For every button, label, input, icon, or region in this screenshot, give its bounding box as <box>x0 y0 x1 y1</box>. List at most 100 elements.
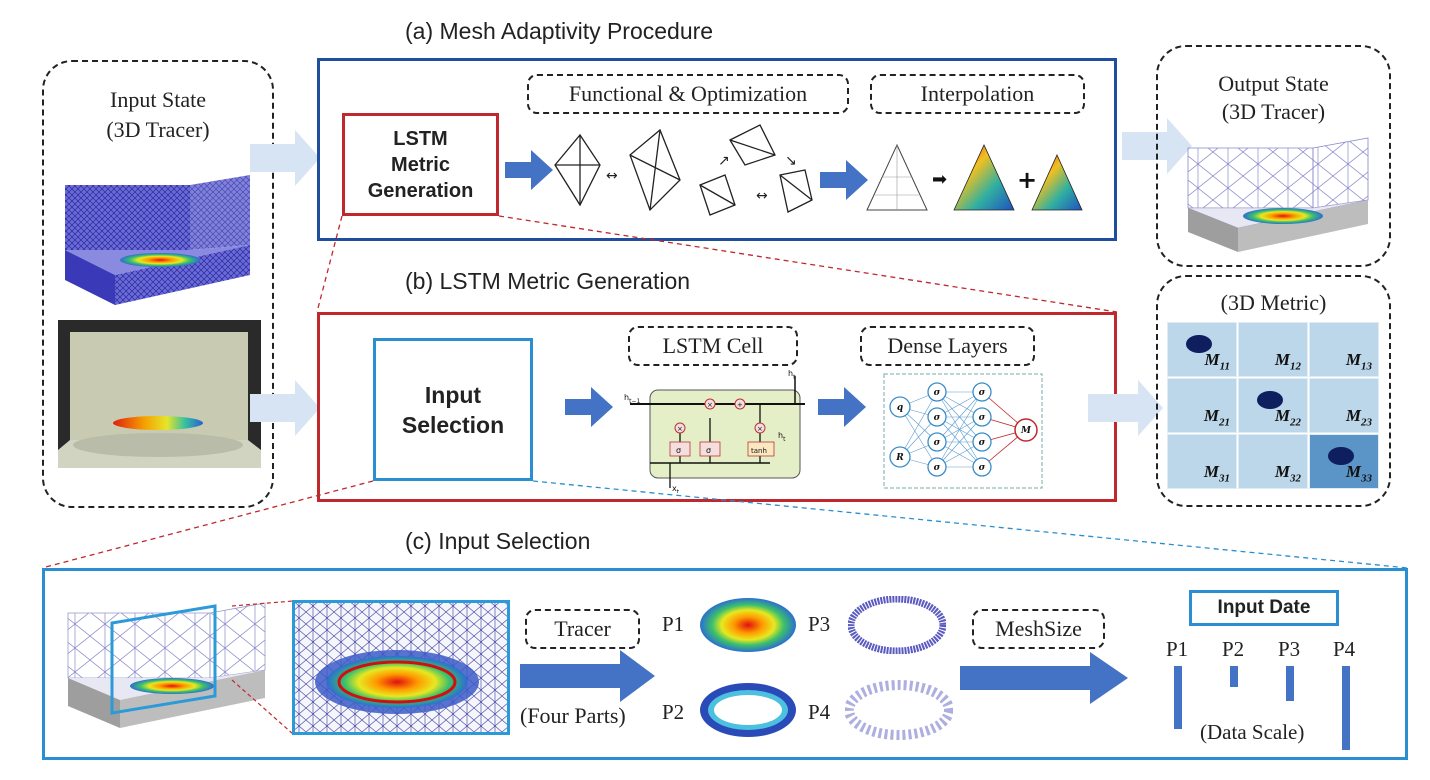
input-state-label: Input State (3D Tracer) <box>42 85 274 145</box>
svg-text:↔: ↔ <box>606 168 618 184</box>
metric-title: (3D Metric) <box>1220 290 1327 315</box>
dense-node: σ <box>979 413 986 423</box>
metric-cell-label: M31 <box>1203 461 1230 484</box>
metric-cell-32: M32 <box>1238 434 1308 489</box>
svg-text:↗: ↗ <box>718 153 730 169</box>
input-selection-box: Input Selection <box>373 338 533 481</box>
data-scale-bar-p2 <box>1230 666 1238 687</box>
tracer-arrow <box>520 650 655 702</box>
lstm-gate-input: σ <box>706 446 711 455</box>
data-scale-bar-p4 <box>1342 666 1350 750</box>
metric-cell-label: M12 <box>1274 349 1301 372</box>
tag-meshsize: MeshSize <box>972 609 1105 649</box>
tag-tracer: Tracer <box>525 609 640 649</box>
input-date-label: Input Date <box>1217 597 1311 618</box>
input-tracer-render-image <box>58 320 261 468</box>
metric-blob <box>1186 335 1212 353</box>
output-tracer-image <box>1187 137 1369 252</box>
lstm-metric-generation-label: LSTM Metric Generation <box>367 127 474 202</box>
metric-blob <box>1328 447 1354 465</box>
a-arrow-2 <box>820 160 868 200</box>
optimization-tetrahedra-image: ↔↔↗↘ <box>554 124 813 216</box>
lstm-mul-1: × <box>707 401 713 409</box>
p3-image <box>848 596 946 654</box>
p4-image <box>845 680 953 740</box>
dense-node: σ <box>979 388 986 398</box>
selection-mesh-overview-image <box>67 602 266 728</box>
b-arrow-1 <box>565 387 613 427</box>
p1-label: P1 <box>662 612 685 636</box>
bar-label-p2: P2 <box>1222 637 1245 661</box>
tag-interpolation: Interpolation <box>870 74 1085 114</box>
input-state-line2: (3D Tracer) <box>106 117 210 142</box>
metric-cell-13: M13 <box>1309 322 1379 377</box>
bar-label-p1: P1 <box>1166 637 1189 661</box>
dense-layers-diagram: q R σ σ σ σ σ σ σ σ M <box>883 373 1043 489</box>
input-selection-label: Input Selection <box>401 381 505 438</box>
section-c-title: (c) Input Selection <box>405 528 591 554</box>
a-arrow-1 <box>505 150 553 190</box>
metric-cell-11: M11 <box>1167 322 1237 377</box>
data-scale-label: (Data Scale) <box>1200 720 1305 745</box>
dense-node: σ <box>934 438 941 448</box>
mesh-adaptivity-box <box>317 58 1117 241</box>
dense-node: σ <box>934 388 941 398</box>
metric-cell-21: M21 <box>1167 378 1237 433</box>
metric-cell-label: M22 <box>1274 405 1301 428</box>
dense-output-m: M <box>1020 426 1032 436</box>
data-scale-bars <box>1160 666 1380 750</box>
p2-label: P2 <box>662 700 685 724</box>
dense-input-q: q <box>897 403 903 413</box>
metric-cell-label: M11 <box>1204 349 1230 372</box>
metric-blob <box>1257 391 1283 409</box>
metric-cell-33: M33 <box>1309 434 1379 489</box>
dense-node: σ <box>979 438 986 448</box>
meshsize-arrow <box>960 652 1128 704</box>
bar-label-p4: P4 <box>1333 637 1356 661</box>
metric-cell-12: M12 <box>1238 322 1308 377</box>
p2-image <box>700 683 796 737</box>
svg-text:➡: ➡ <box>932 169 947 190</box>
p3-label: P3 <box>808 612 831 636</box>
lstm-metric-generation-box: LSTM Metric Generation <box>342 113 499 216</box>
p1-image <box>700 598 796 652</box>
input-tracer-mesh-image <box>65 175 250 305</box>
selection-mesh-zoom-image <box>292 600 510 735</box>
section-b-title: (b) LSTM Metric Generation <box>405 268 691 294</box>
dense-input-r: R <box>895 453 904 463</box>
b-to-metric-arrow <box>1088 380 1163 436</box>
lstm-tanh: tanh <box>751 447 767 455</box>
lstm-h-prev: ht−1 <box>624 393 640 405</box>
lstm-x-input: xt <box>672 484 680 493</box>
input-to-b-arrow <box>250 380 320 436</box>
data-scale-bar-p1 <box>1174 666 1182 729</box>
output-state-line1: Output State <box>1218 71 1329 96</box>
metric-cell-label: M23 <box>1345 405 1372 428</box>
lstm-out: ht <box>778 431 786 443</box>
lstm-add: + <box>737 401 743 409</box>
input-date-box: Input Date <box>1189 590 1339 626</box>
metric-cell-label: M21 <box>1203 405 1230 428</box>
lstm-gate-forget: σ <box>676 446 681 455</box>
tag-lstm-cell: LSTM Cell <box>628 326 798 366</box>
input-state-panel <box>42 60 274 508</box>
output-state-line2: (3D Tracer) <box>1221 99 1326 124</box>
svg-text:↔: ↔ <box>756 188 768 204</box>
metric-cell-label: M32 <box>1274 461 1301 484</box>
output-state-label: Output State (3D Tracer) <box>1156 70 1391 126</box>
metric-cell-label: M13 <box>1345 349 1372 372</box>
metric-cell-22: M22 <box>1238 378 1308 433</box>
metric-cell-31: M31 <box>1167 434 1237 489</box>
output-state-panel <box>1156 45 1391 267</box>
tag-functional-optimization: Functional & Optimization <box>527 74 849 114</box>
input-to-a-arrow <box>250 130 320 186</box>
interpolation-triangles-image: ➡ + <box>866 143 1083 211</box>
bar-label-p3: P3 <box>1278 637 1301 661</box>
lstm-cell-diagram: ht−1 ht xt σ σ tanh × + × × ht <box>624 369 805 493</box>
lstm-h-top: ht <box>788 369 796 381</box>
tag-dense-layers: Dense Layers <box>860 326 1035 366</box>
svg-text:+: + <box>1017 166 1037 194</box>
